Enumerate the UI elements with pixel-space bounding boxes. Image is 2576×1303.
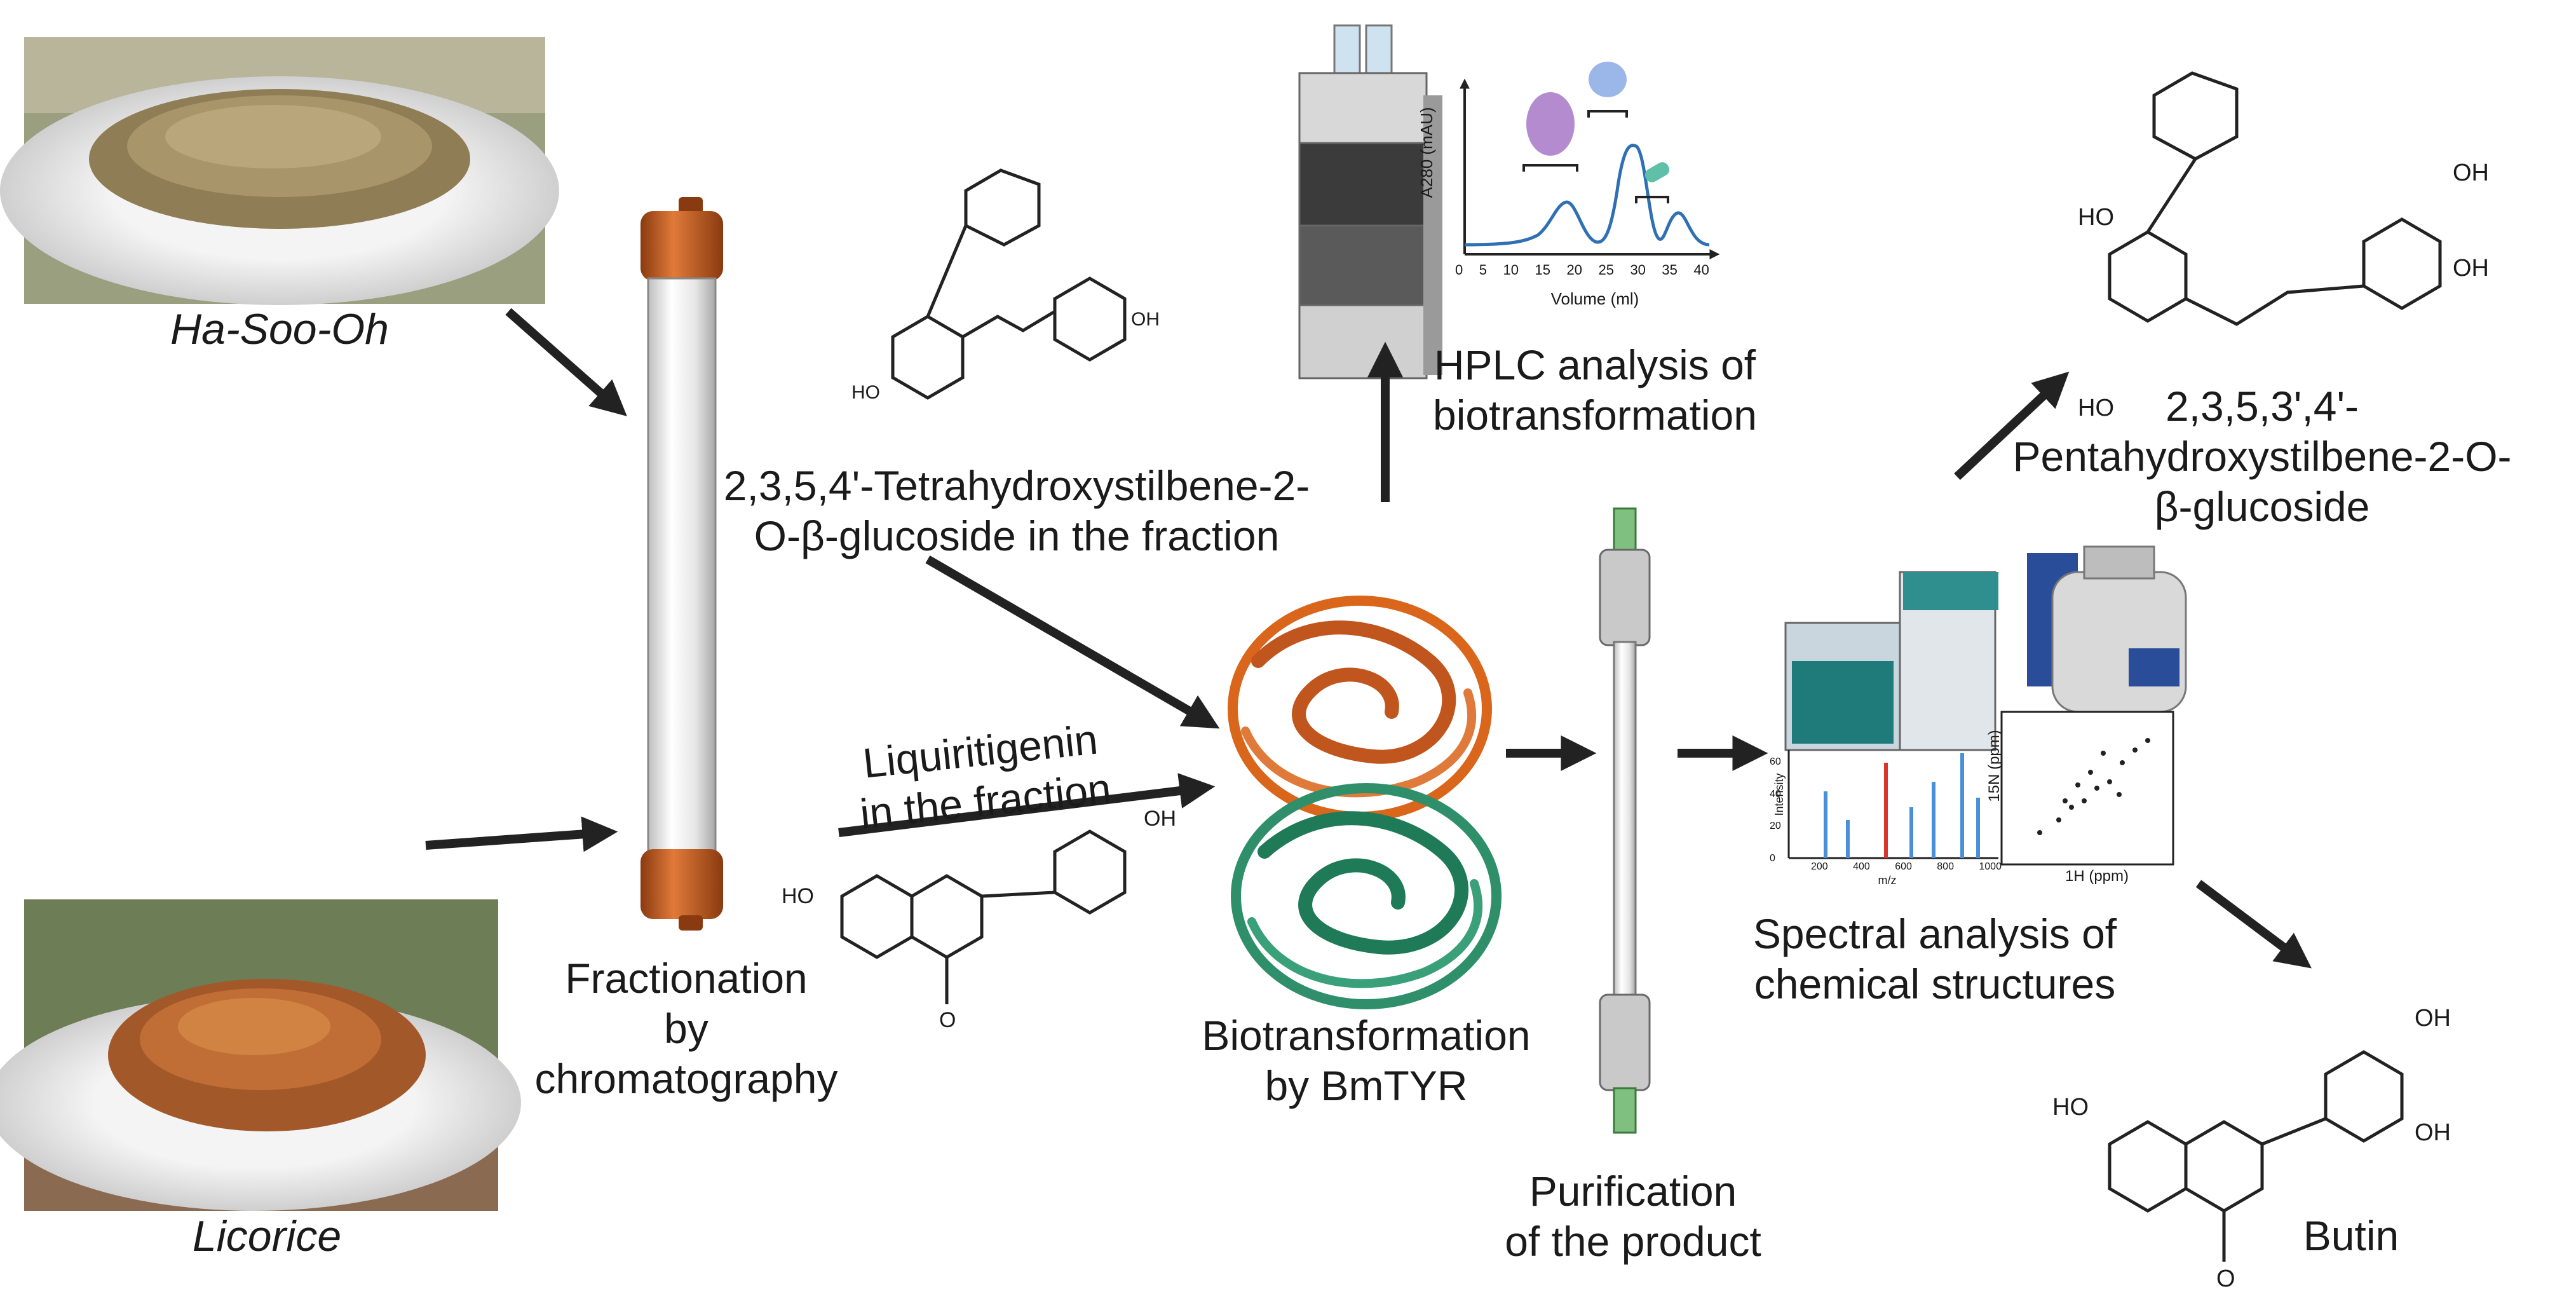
compound-pentahydroxystilbene-glucoside [2108,71,2442,326]
compound-tetrahydroxystilbene-glucoside [891,168,1127,400]
arrow-ha-soo-oh-to-column [505,308,627,416]
atom-label-oh: OH [2453,160,2489,186]
ms-xtick: 800 [1937,861,1954,872]
atom-label-ho: HO [782,884,814,908]
hplc-tick: 25 [1598,262,1614,278]
compound-tetrahydroxystilbene-label: 2,3,5,4'-Tetrahydroxystilbene-2- O-β-glu… [723,462,1310,560]
hplc-tick: 0 [1455,262,1463,278]
hplc-tick: 10 [1503,262,1519,278]
atom-label-oh: OH [2415,1119,2451,1146]
arrow-spectral-to-product1 [1954,371,2070,481]
hplc-ticks: 0 5 10 15 20 25 30 35 40 [1455,262,1709,278]
ms-ytick: 40 [1770,788,1781,800]
nmr-spectrum [2000,711,2174,866]
ms-xtick: 1000 [1979,861,2002,872]
atom-label-oh: OH [2453,255,2489,282]
hplc-tick: 35 [1662,262,1678,278]
nmr-xlabel: 1H (ppm) [2064,868,2129,885]
nmr-magnet [2027,545,2187,713]
atom-label-ho: HO [2078,204,2114,231]
flow-arrows [425,308,2312,969]
biotransformation-label: Biotransformation by BmTYR [1202,1012,1531,1110]
ms-xtick: 600 [1895,861,1912,872]
butin-label: Butin [2303,1212,2399,1259]
pentahydroxystilbene-label: 2,3,5,3',4'- Pentahydroxystilbene-2-O- β… [2012,383,2512,531]
mass-spectrum [1787,750,1998,859]
atom-label-ho: HO [2052,1094,2089,1121]
ms-xlabel: m/z [1878,874,1897,887]
hplc-tick: 40 [1693,262,1709,278]
atom-label-oh: OH [1144,807,1176,831]
hplc-tick: 15 [1535,262,1550,278]
ha-soo-oh-photo [0,37,559,305]
arrow-spectral-to-butin [2195,880,2312,969]
hplc-tick: 30 [1630,262,1646,278]
purification-column [1599,507,1651,1134]
ms-xtick: 200 [1811,861,1828,872]
arrow-liquiritigenin-to-enzyme [838,773,1216,837]
ms-ytick: 20 [1770,821,1781,832]
atom-label-oh: OH [2415,1005,2451,1032]
hplc-chart [1460,62,1720,259]
fractionation-label: Fractionation by chromatography [534,955,838,1103]
atom-label-ho: HO [851,382,880,403]
ms-ytick: 0 [1770,852,1775,864]
hplc-xlabel: Volume (ml) [1550,289,1639,308]
hplc-tick: 5 [1479,262,1487,278]
hplc-ylabel: A280 (mAU) [1417,107,1436,198]
hplc-analysis-label: HPLC analysis of biotransformation [1433,341,1757,439]
hplc-trace [1464,144,1710,247]
ms-ytick: 60 [1770,756,1781,767]
licorice-photo [0,899,521,1211]
ms-xticks: 200 400 600 800 1000 [1811,861,2002,873]
ha-soo-oh-label: Ha-Soo-Oh [170,305,389,353]
hplc-instrument [1298,24,1442,379]
nmr-ylabel: 15N (ppm) [1986,730,2003,802]
mass-spectrometer [1784,571,1998,751]
compound-butin [2108,1050,2404,1262]
chromatography-column [641,197,723,931]
purification-label: Purification of the product [1505,1168,1761,1265]
hplc-tick: 20 [1566,262,1582,278]
atom-label-o: O [939,1008,956,1032]
licorice-label: Licorice [192,1212,342,1260]
ms-xtick: 400 [1853,861,1870,872]
compound-liquiritigenin [840,829,1127,1004]
arrow-compound-to-enzyme [925,555,1220,729]
atom-label-oh: OH [1131,309,1160,330]
spectral-analysis-label: Spectral analysis of chemical structures [1752,910,2117,1008]
ms-yticks: 60 40 20 0 [1770,756,1781,864]
bmtyr-protein-green [1231,783,1502,1009]
arrow-licorice-to-column [425,816,618,852]
atom-label-o: O [2216,1265,2235,1292]
atom-label-ho: HO [2078,395,2114,421]
